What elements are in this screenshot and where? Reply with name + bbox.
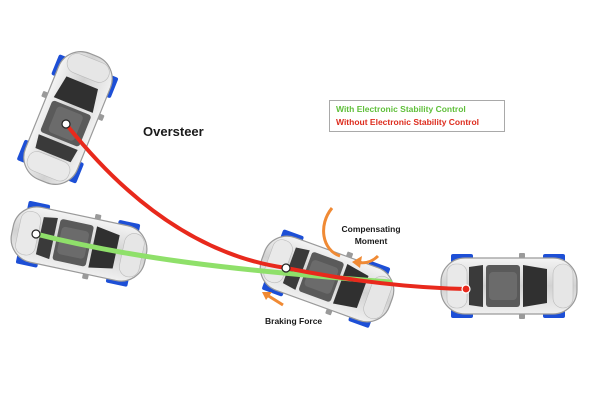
legend-with-esc: With Electronic Stability Control [336, 104, 466, 114]
compensating-moment-label: Compensating Moment [331, 223, 411, 247]
car-right [440, 252, 578, 320]
pivot-dot-top-left [61, 119, 71, 129]
braking-force-label: Braking Force [265, 316, 323, 326]
moment-label-line1: Compensating [341, 224, 401, 234]
moment-arrow [322, 207, 380, 268]
legend-without-esc: Without Electronic Stability Control [336, 117, 480, 127]
path-without-esc [64, 122, 468, 291]
pivot-dot-left [31, 229, 41, 239]
braking-arrow [262, 292, 284, 307]
legend-box: With Electronic Stability Control Withou… [329, 100, 505, 132]
moment-label-line2: Moment [354, 236, 388, 246]
pivot-dot-right [461, 284, 471, 294]
oversteer-label: Oversteer [143, 124, 204, 139]
pivot-dot-center [281, 263, 291, 273]
